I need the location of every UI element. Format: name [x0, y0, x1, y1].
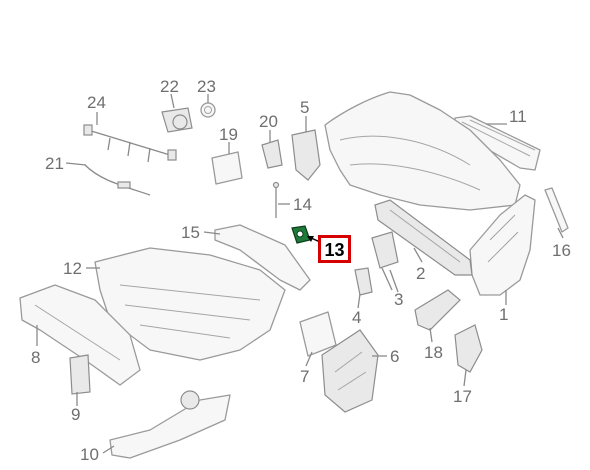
callout-21: 21	[45, 154, 64, 173]
part-20-small-bracket	[261, 139, 283, 169]
callout-12: 12	[63, 259, 82, 278]
callout-20: 20	[259, 112, 278, 131]
callout-9: 9	[71, 405, 80, 424]
callout-10: 10	[80, 445, 99, 464]
callout-2: 2	[416, 264, 425, 283]
callout-labels: 11 1 2 3 4 5 6 7 8 9 10 12 14 15 16 17 1…	[31, 77, 571, 464]
callout-23: 23	[197, 77, 216, 96]
part-15-lower-trim	[214, 224, 311, 291]
callout-24: 24	[87, 93, 106, 112]
callout-22: 22	[160, 77, 179, 96]
part-18-bracket	[414, 289, 461, 331]
part-19-cover-plate	[211, 151, 243, 185]
callout-17: 17	[453, 387, 472, 406]
part-8-crash-beam	[19, 284, 141, 386]
part-24-wiring-harness	[83, 124, 177, 163]
part-17-bracket	[454, 324, 483, 373]
callout-16: 16	[552, 241, 571, 260]
part-7-cover-plate	[299, 311, 337, 357]
part-10-tow-hitch	[109, 390, 231, 459]
callout-14: 14	[293, 195, 312, 214]
part-14-rod	[272, 181, 280, 218]
part-4-mount	[354, 267, 373, 296]
callout-19: 19	[219, 125, 238, 144]
callout-1: 1	[499, 305, 508, 324]
callout-8: 8	[31, 348, 40, 367]
part-13-highlighted-bracket[interactable]	[291, 225, 311, 244]
highlight-label-13: 13	[324, 240, 344, 260]
highlight-callout-13[interactable]: 13	[307, 235, 351, 263]
part-5-mount-bracket	[291, 129, 321, 181]
callout-15: 15	[181, 223, 200, 242]
part-6-side-bracket	[321, 329, 379, 413]
part-23-sensor-ring	[200, 102, 216, 118]
part-16-trim-strip	[544, 187, 569, 233]
part-1-bumper-side-shell	[469, 194, 536, 296]
part-21-cable	[84, 164, 151, 196]
part-2-inner-bracket	[374, 199, 473, 276]
leader-lines	[36, 93, 564, 454]
callout-4: 4	[352, 308, 361, 327]
highlight-box-inner	[321, 238, 348, 260]
callout-5: 5	[300, 98, 309, 117]
callout-7: 7	[300, 367, 309, 386]
callout-6: 6	[390, 347, 399, 366]
part-22-parking-sensor	[161, 107, 193, 133]
callout-3: 3	[394, 290, 403, 309]
part-3-mount	[371, 231, 399, 291]
callout-18: 18	[424, 343, 443, 362]
part-9-bracket	[69, 354, 91, 395]
callout-11: 11	[509, 107, 527, 126]
part-bumper-cover-upper	[324, 91, 521, 211]
